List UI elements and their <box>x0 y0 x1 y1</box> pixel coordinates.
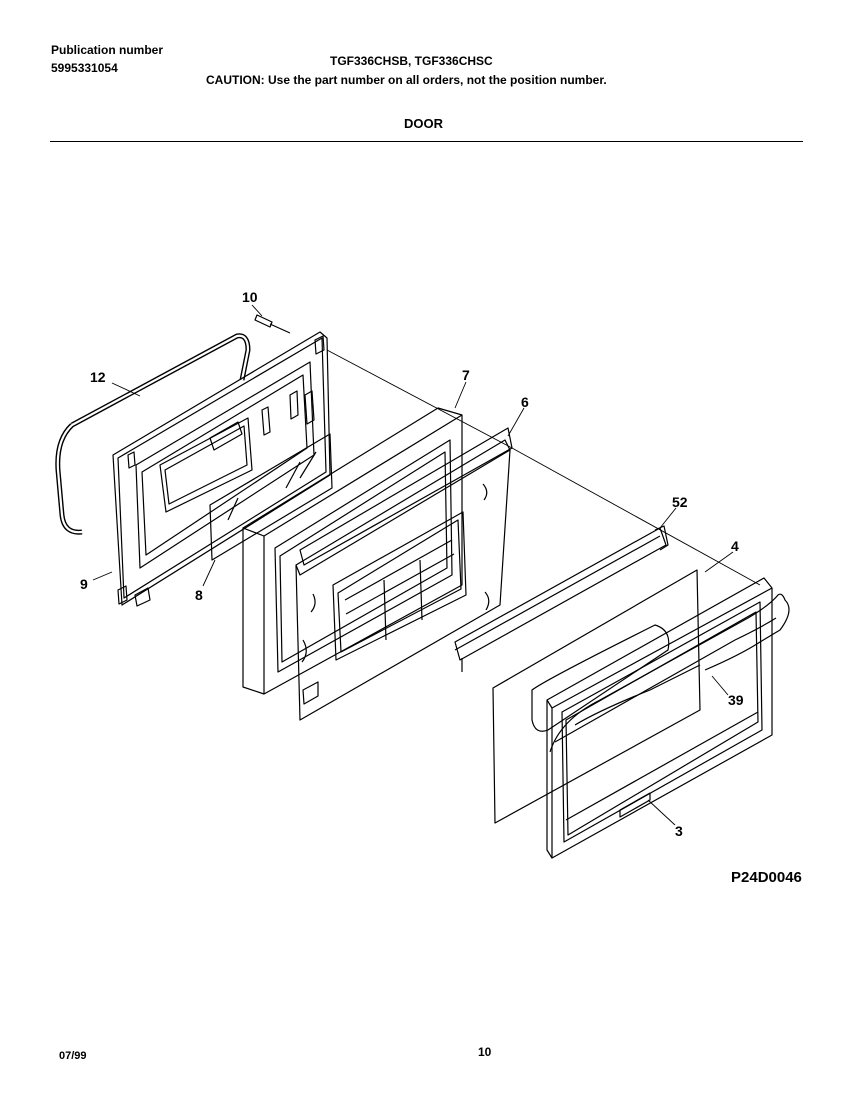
leader-7 <box>454 381 467 409</box>
part-39-handle <box>549 593 790 753</box>
leader-8 <box>202 559 216 587</box>
part-6-panel-frame <box>295 427 513 721</box>
callout-12: 12 <box>90 369 106 385</box>
callout-52: 52 <box>672 494 688 510</box>
callout-10: 10 <box>242 289 258 305</box>
leader-3 <box>647 799 676 826</box>
callout-4: 4 <box>731 538 739 554</box>
callout-9: 9 <box>80 576 88 592</box>
section-title: DOOR <box>404 116 443 131</box>
alignment-line-a <box>326 349 513 449</box>
diagram-code: P24D0046 <box>731 869 802 886</box>
callout-39: 39 <box>728 692 744 708</box>
part-9-inner-liner <box>112 331 331 607</box>
leader-12 <box>111 382 141 397</box>
leader-lines <box>92 304 761 826</box>
footer-date: 07/99 <box>59 1050 87 1062</box>
part-8-inner-glass <box>209 433 333 561</box>
publication-label: Publication number <box>51 43 164 57</box>
part-3-outer-frame <box>546 577 773 859</box>
caution-note: CAUTION: Use the part number on all orde… <box>206 73 607 87</box>
alignment-line-b <box>511 447 761 586</box>
part-4-outer-glass <box>492 569 701 824</box>
leader-10 <box>251 304 263 317</box>
callout-3: 3 <box>675 823 683 839</box>
leader-39 <box>711 675 729 696</box>
callout-7: 7 <box>462 367 470 383</box>
header-divider <box>50 141 803 142</box>
callout-6: 6 <box>521 394 529 410</box>
leader-9 <box>92 571 113 581</box>
model-numbers: TGF336CHSB, TGF336CHSC <box>330 54 493 68</box>
leader-52 <box>659 507 677 529</box>
leader-6 <box>507 407 525 437</box>
part-12-gasket <box>55 333 251 535</box>
part-52-trim-strip <box>454 525 669 672</box>
page-number: 10 <box>478 1045 492 1059</box>
part-10-screw <box>254 314 291 334</box>
callout-8: 8 <box>195 587 203 603</box>
publication-number: 5995331054 <box>51 61 118 75</box>
part-7-insulation <box>242 407 463 695</box>
